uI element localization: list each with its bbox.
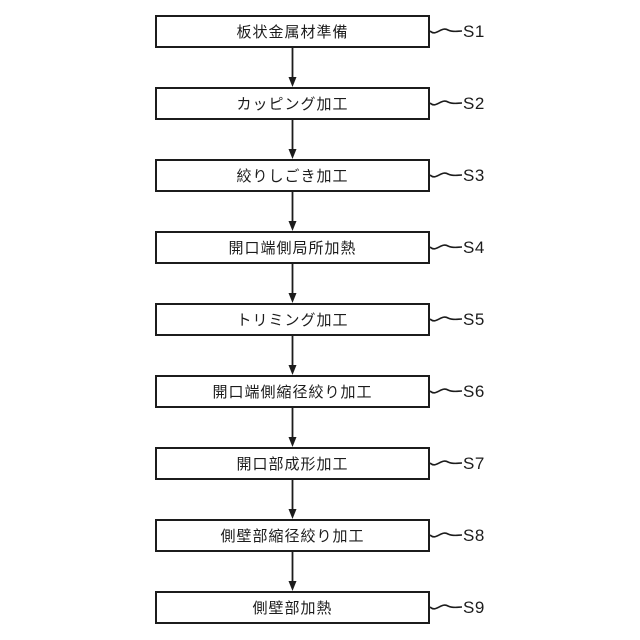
process-label: 開口端側局所加熱: [228, 239, 357, 257]
down-arrow-icon: [288, 408, 297, 447]
lead-line: [430, 388, 462, 394]
process-label: 開口部成形加工: [236, 455, 349, 473]
lead-line: [430, 460, 462, 466]
lead-line: [430, 604, 462, 610]
process-label: 板状金属材準備: [236, 23, 349, 41]
lead-line: [430, 100, 462, 106]
process-label: 絞りしごき加工: [236, 167, 349, 185]
flow-step: 開口端側局所加熱 S4: [0, 231, 640, 303]
lead-line: [430, 172, 462, 178]
step-id-label: S2: [463, 94, 485, 113]
flow-step: カッピング加工 S2: [0, 87, 640, 159]
flow-step: 絞りしごき加工 S3: [0, 159, 640, 231]
process-box: カッピング加工: [155, 87, 430, 120]
flow-step: トリミング加工 S5: [0, 303, 640, 375]
process-box: 側壁部縮径絞り加工: [155, 519, 430, 552]
flow-step: 板状金属材準備 S1: [0, 15, 640, 87]
step-id-label: S6: [463, 382, 485, 401]
flow-step: 開口端側縮径絞り加工 S6: [0, 375, 640, 447]
flow-step: 側壁部縮径絞り加工 S8: [0, 519, 640, 591]
down-arrow-icon: [288, 192, 297, 231]
process-box: 開口端側局所加熱: [155, 231, 430, 264]
flow-step: 側壁部加熱 S9: [0, 591, 640, 624]
step-id-label: S7: [463, 454, 485, 473]
down-arrow-icon: [288, 336, 297, 375]
process-label: 側壁部縮径絞り加工: [220, 527, 365, 545]
down-arrow-icon: [288, 480, 297, 519]
flow-step: 開口部成形加工 S7: [0, 447, 640, 519]
lead-line: [430, 532, 462, 538]
step-id-label: S3: [463, 166, 485, 185]
process-label: 開口端側縮径絞り加工: [212, 383, 373, 401]
process-box: トリミング加工: [155, 303, 430, 336]
process-label: 側壁部加熱: [252, 599, 333, 617]
step-id-label: S1: [463, 22, 485, 41]
down-arrow-icon: [288, 552, 297, 591]
down-arrow-icon: [288, 264, 297, 303]
down-arrow-icon: [288, 120, 297, 159]
lead-line: [430, 28, 462, 34]
step-id-label: S4: [463, 238, 485, 257]
process-box: 板状金属材準備: [155, 15, 430, 48]
step-id-label: S5: [463, 310, 485, 329]
lead-line: [430, 316, 462, 322]
process-box: 開口部成形加工: [155, 447, 430, 480]
process-label: トリミング加工: [236, 311, 349, 329]
down-arrow-icon: [288, 48, 297, 87]
step-id-label: S9: [463, 598, 485, 617]
process-box: 絞りしごき加工: [155, 159, 430, 192]
step-id-label: S8: [463, 526, 485, 545]
lead-line: [430, 244, 462, 250]
process-label: カッピング加工: [236, 95, 349, 113]
process-box: 側壁部加熱: [155, 591, 430, 624]
process-box: 開口端側縮径絞り加工: [155, 375, 430, 408]
